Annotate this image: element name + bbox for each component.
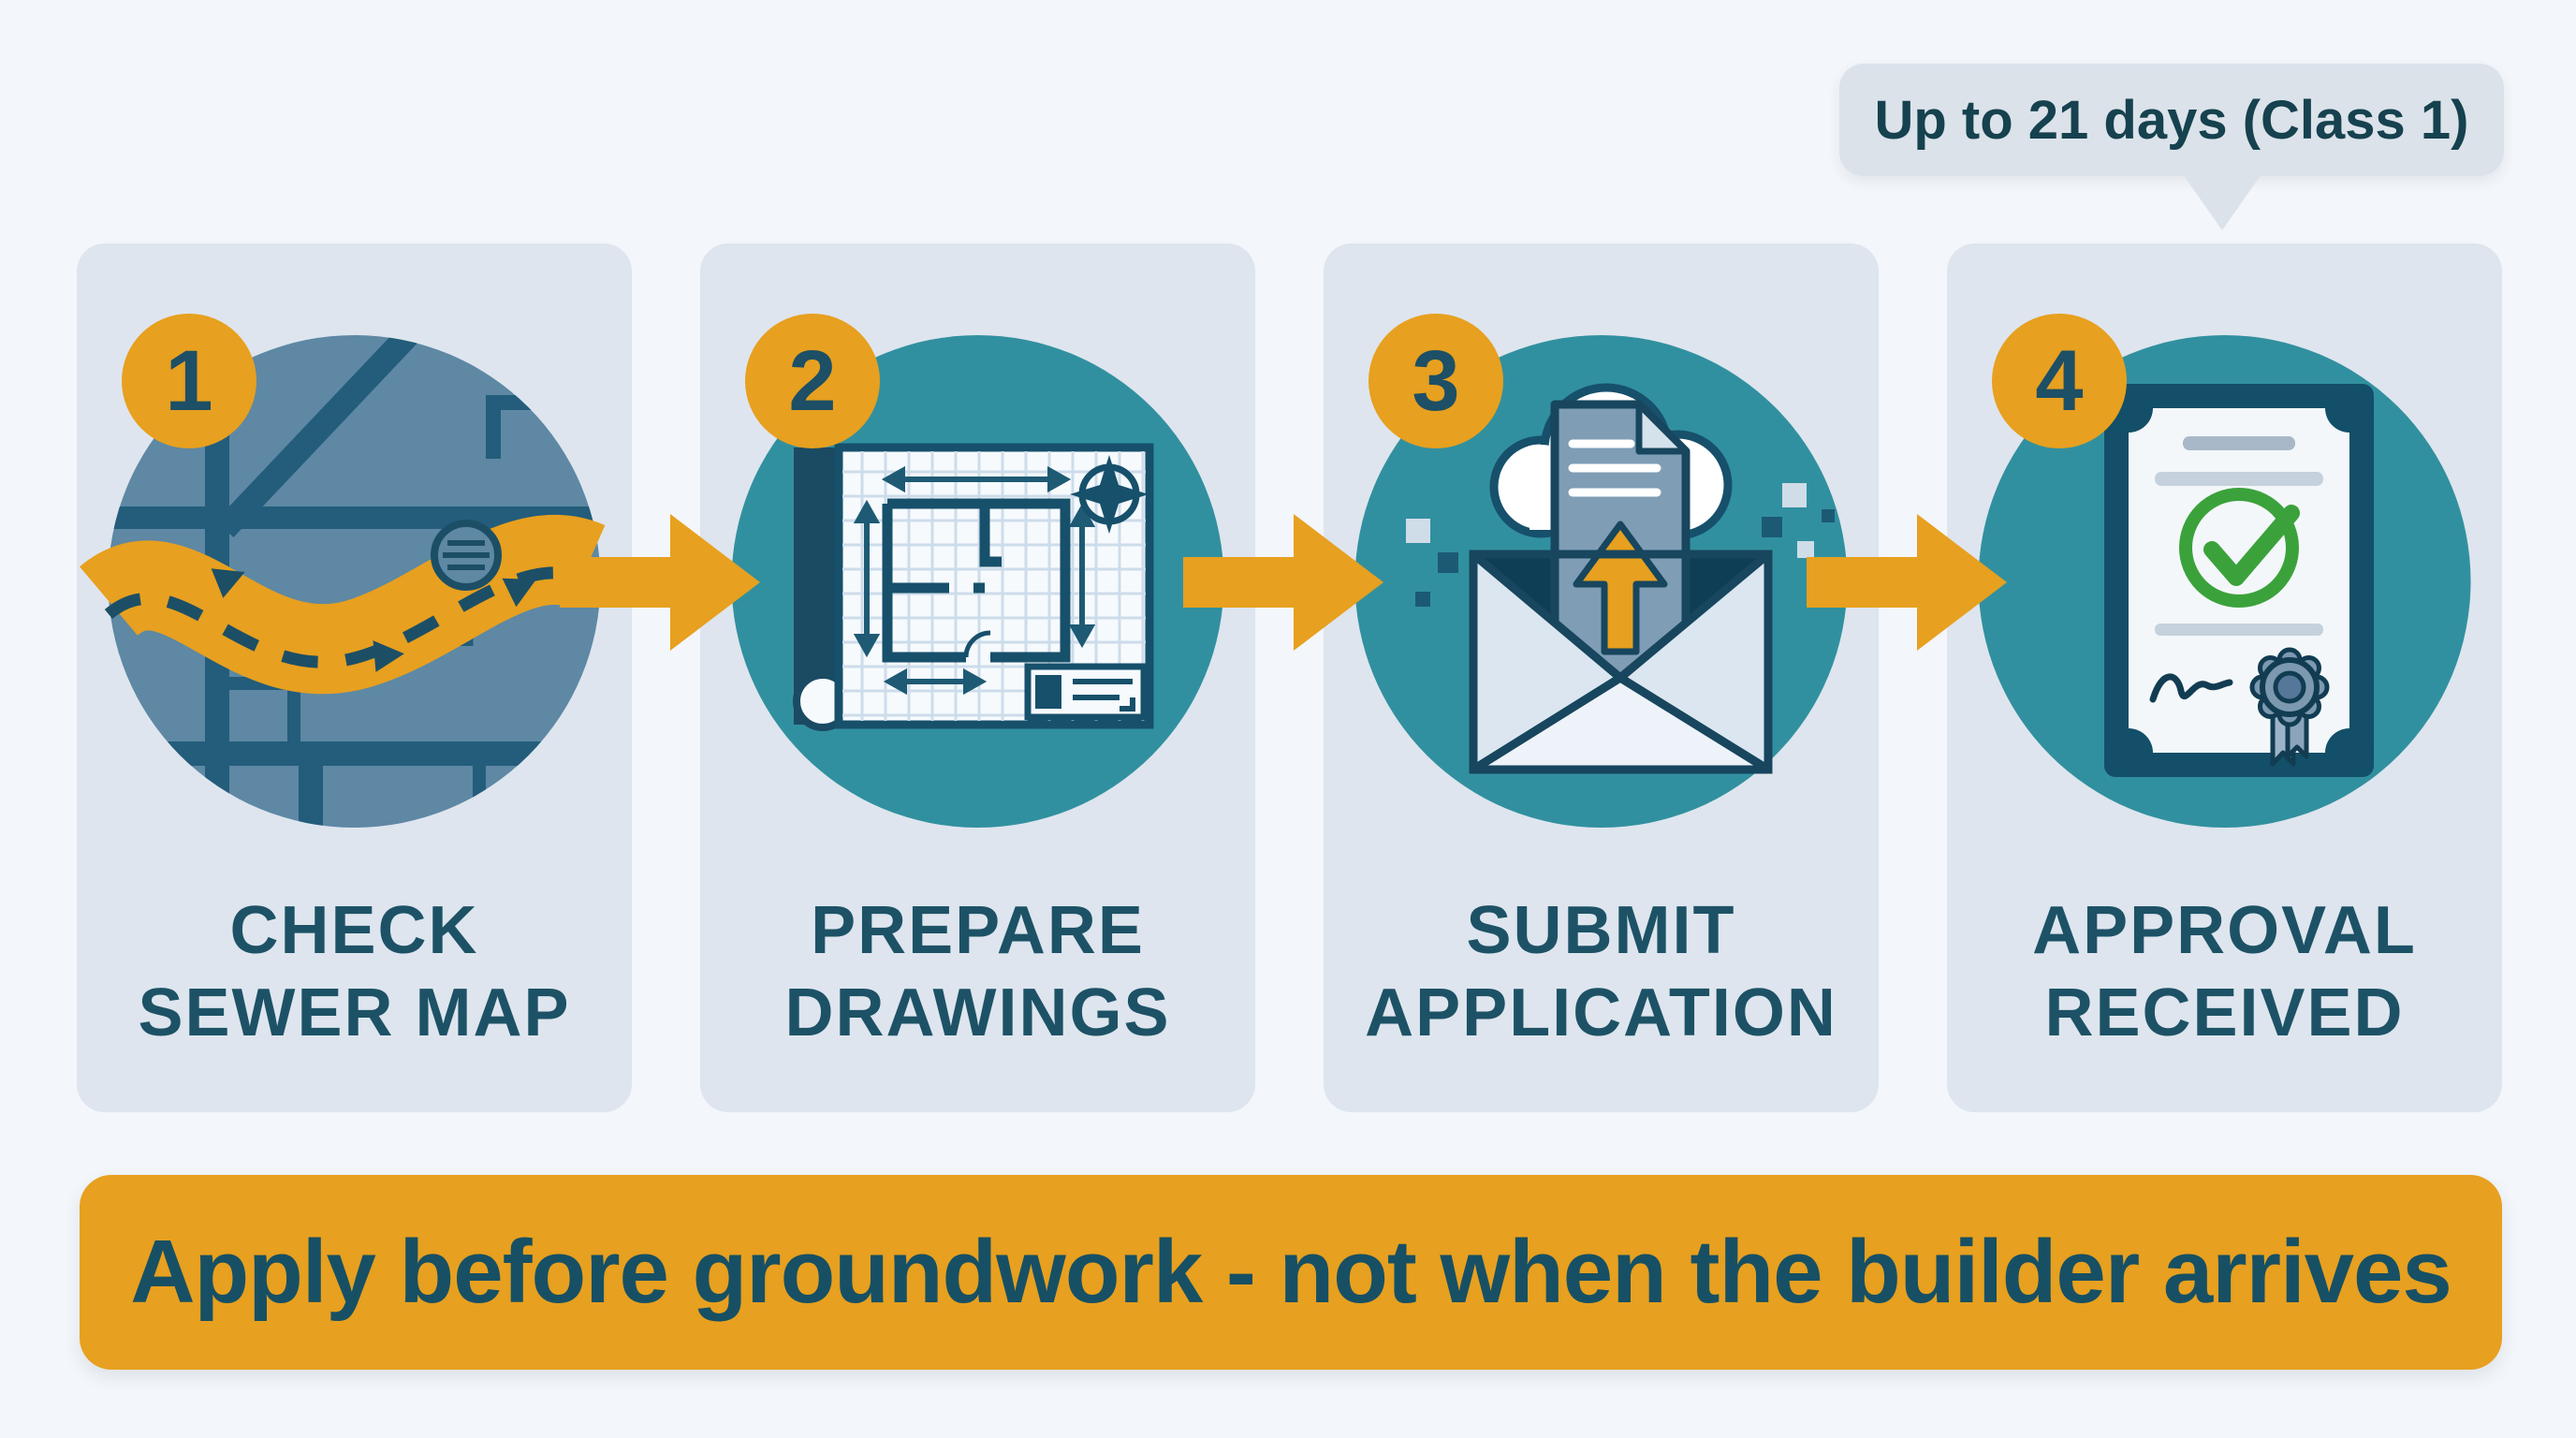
step-number-badge: 2 <box>745 314 880 448</box>
step-card-submit-application: 3 SUBMIT APPLICATION <box>1324 243 1879 1112</box>
step-card-prepare-drawings: 2 PREPARE DRAWINGS <box>700 243 1255 1112</box>
envelope-upload-icon <box>1354 335 1848 828</box>
arrow-right-icon <box>1183 514 1383 651</box>
step-label: APPROVAL RECEIVED <box>2032 893 2417 1050</box>
step-label: SUBMIT APPLICATION <box>1365 893 1837 1050</box>
duration-callout: Up to 21 days (Class 1) <box>1839 64 2504 176</box>
pixel-accents <box>1406 483 1835 607</box>
step-number-badge: 1 <box>122 314 256 448</box>
step-number: 4 <box>2035 332 2084 429</box>
step-card-approval-received: 4 APPROVAL RECEIVED <box>1947 243 2502 1112</box>
step-number: 3 <box>1412 332 1460 429</box>
arrow-right-icon <box>560 514 760 651</box>
step-label: CHECK SEWER MAP <box>138 893 571 1050</box>
sewer-map-route-icon <box>80 335 621 828</box>
step-card-check-sewer-map: 1 CHECK SEWER MAP <box>77 243 632 1112</box>
step-label: PREPARE DRAWINGS <box>784 893 1171 1050</box>
warning-banner-text: Apply before groundwork - not when the b… <box>130 1222 2452 1322</box>
certificate-check-icon <box>1978 335 2471 828</box>
duration-callout-text: Up to 21 days (Class 1) <box>1874 89 2469 151</box>
step-number-badge: 4 <box>1992 314 2127 448</box>
step-number-badge: 3 <box>1368 314 1503 448</box>
warning-banner: Apply before groundwork - not when the b… <box>80 1175 2502 1370</box>
arrow-right-icon <box>1807 514 2007 651</box>
callout-tail-pointer <box>2183 174 2261 230</box>
blueprint-drawing-icon <box>731 335 1224 828</box>
step-number: 2 <box>788 332 837 429</box>
step-number: 1 <box>165 332 213 429</box>
